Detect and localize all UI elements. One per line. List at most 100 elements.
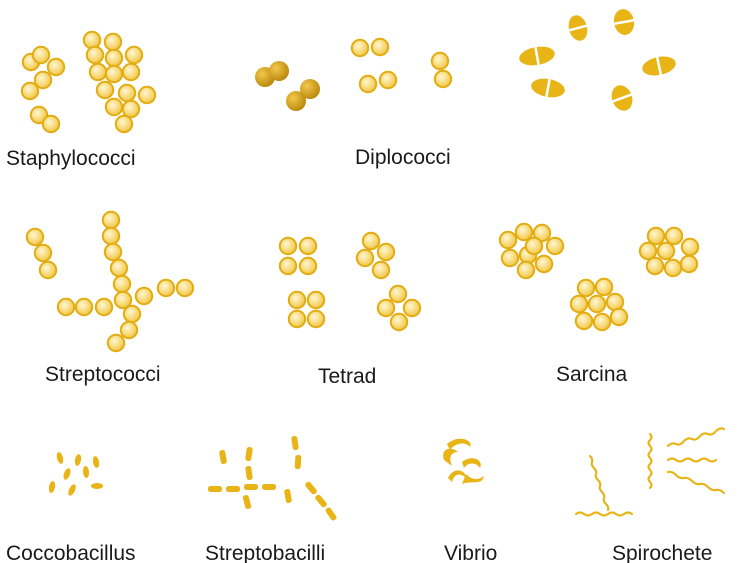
- coccus-cell: [300, 79, 320, 99]
- coccus-cell: [103, 212, 119, 228]
- coccus-cell: [373, 262, 389, 278]
- coccus-cell: [105, 34, 121, 50]
- coccobacillus-cell: [56, 451, 65, 464]
- sarcina-group: [500, 224, 698, 330]
- vibrio-group: [443, 439, 484, 484]
- coccobacillus-cell: [62, 467, 72, 480]
- vibrio-cell: [443, 449, 458, 466]
- coccus-cell: [536, 256, 552, 272]
- coccus-cell: [126, 47, 142, 63]
- bacillus-cell: [291, 436, 299, 451]
- coccus-cell: [607, 294, 623, 310]
- vibrio-cell: [462, 458, 481, 468]
- coccus-cell: [76, 299, 92, 315]
- tetrad-group: [280, 233, 420, 330]
- coccus-cell: [289, 292, 305, 308]
- coccus-cell: [516, 224, 532, 240]
- coccus-cell: [96, 299, 112, 315]
- coccobacillus-cell: [67, 483, 78, 496]
- coccus-cell: [87, 47, 103, 63]
- coccus-cell: [589, 296, 605, 312]
- coccobacillus-cell: [91, 483, 103, 489]
- coccus-cell: [648, 228, 664, 244]
- bacillus-cell: [226, 486, 240, 492]
- coccus-cell: [269, 61, 289, 81]
- coccus-cell: [105, 244, 121, 260]
- coccus-cell: [352, 40, 368, 56]
- bacillus-cell: [262, 484, 276, 490]
- diplococcus-pair: [612, 7, 636, 36]
- coccus-cell: [308, 292, 324, 308]
- coccus-cell: [103, 228, 119, 244]
- bacillus-cell: [219, 450, 227, 465]
- coccus-cell: [578, 280, 594, 296]
- spirochete-label: Spirochete: [612, 542, 712, 563]
- coccus-cell: [114, 276, 130, 292]
- staphylococci-group: [22, 32, 155, 132]
- coccus-cell: [500, 232, 516, 248]
- coccus-cell: [27, 229, 43, 245]
- diplococcus-pair: [518, 44, 557, 68]
- coccus-cell: [658, 243, 674, 259]
- coccus-cell: [682, 239, 698, 255]
- coccus-cell: [404, 300, 420, 316]
- diplococcus-pair: [641, 54, 678, 79]
- coccus-cell: [390, 286, 406, 302]
- diplococcus-pair: [566, 13, 590, 43]
- streptobacilli-group: [208, 436, 337, 522]
- coccus-cell: [48, 59, 64, 75]
- coccus-cell: [681, 256, 697, 272]
- spirochete-cell: [668, 459, 716, 462]
- diplococcus-pair: [608, 82, 636, 113]
- sarcina-label: Sarcina: [556, 363, 628, 386]
- coccus-cell: [280, 238, 296, 254]
- coccus-cell: [124, 306, 140, 322]
- coccus-cell: [526, 238, 542, 254]
- bacillus-cell: [245, 466, 253, 481]
- coccus-cell: [665, 260, 681, 276]
- coccus-cell: [158, 280, 174, 296]
- coccobacillus-cell: [74, 454, 82, 467]
- coccus-cell: [106, 50, 122, 66]
- spirochete-cell: [576, 513, 632, 516]
- coccus-cell: [571, 296, 587, 312]
- coccus-cell: [139, 87, 155, 103]
- coccus-cell: [576, 313, 592, 329]
- coccus-cell: [58, 299, 74, 315]
- coccobacillus-cell: [92, 456, 100, 469]
- streptococci-group: [27, 212, 193, 351]
- coccobacillus-cell: [82, 466, 89, 478]
- coccus-cell: [378, 300, 394, 316]
- spirochete-group: [576, 428, 724, 515]
- staphylococci-label: Staphylococci: [6, 147, 136, 170]
- bacillus-cell: [242, 494, 251, 509]
- coccus-cell: [596, 279, 612, 295]
- coccus-cell: [363, 233, 379, 249]
- coccobacillus-group: [48, 451, 103, 496]
- coccus-cell: [121, 322, 137, 338]
- coccus-cell: [123, 64, 139, 80]
- coccus-cell: [289, 311, 305, 327]
- coccus-cell: [280, 258, 296, 274]
- coccus-cell: [177, 280, 193, 296]
- coccus-cell: [432, 53, 448, 69]
- coccus-cell: [106, 99, 122, 115]
- spirochete-cell: [668, 428, 724, 446]
- coccus-cell: [123, 101, 139, 117]
- coccobacillus-label: Coccobacillus: [6, 542, 136, 563]
- coccus-cell: [84, 32, 100, 48]
- coccus-cell: [33, 47, 49, 63]
- coccus-cell: [372, 39, 388, 55]
- coccus-cell: [640, 243, 656, 259]
- vibrio-cell: [447, 439, 471, 450]
- coccus-cell: [308, 311, 324, 327]
- bacillus-cell: [284, 489, 292, 504]
- diplococcus-pair: [530, 76, 567, 100]
- coccus-cell: [435, 71, 451, 87]
- coccus-cell: [43, 116, 59, 132]
- coccus-cell: [360, 76, 376, 92]
- coccus-cell: [40, 262, 56, 278]
- coccus-cell: [111, 260, 127, 276]
- coccus-cell: [378, 244, 394, 260]
- bacillus-cell: [245, 447, 253, 462]
